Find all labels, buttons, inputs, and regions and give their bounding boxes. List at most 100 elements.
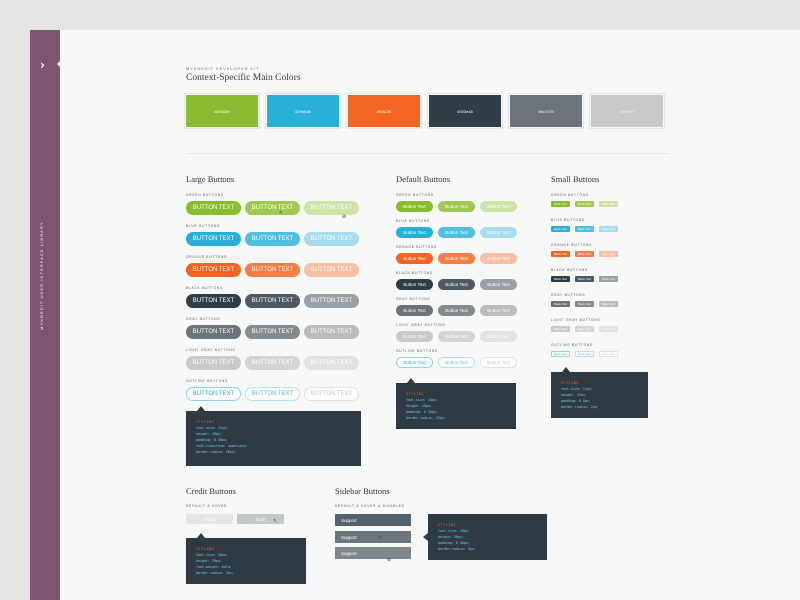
default-outline-hover-button[interactable]: Button Text: [438, 357, 475, 368]
small-gray-disabled-button[interactable]: Button Text: [599, 301, 618, 307]
large-orange-hover-button[interactable]: BUTTON TEXT: [245, 263, 300, 277]
default-orange-button[interactable]: Button Text: [396, 253, 433, 264]
large-outline-button[interactable]: BUTTON TEXT: [186, 387, 241, 401]
large-blue-button[interactable]: BUTTON TEXT: [186, 232, 241, 246]
small-black-button[interactable]: Button Text: [551, 276, 570, 282]
code-pointer: [407, 378, 415, 383]
credit-group-label: DEFAULT & HOVER: [186, 504, 228, 508]
small-black-hover-button[interactable]: Button Text: [575, 276, 594, 282]
small-group-orange: ORANGE BUTTONS Button Text Button Text B…: [551, 243, 623, 257]
default-group-gray: GRAY BUTTONS Button Text Button Text But…: [396, 297, 522, 316]
small-blue-disabled-button[interactable]: Button Text: [599, 226, 618, 232]
credit-buttons-code-block: STYLING font-size: 18px; height: 29px; f…: [186, 538, 306, 584]
credit-hover-button[interactable]: €100: [237, 514, 284, 524]
default-green-hover-button[interactable]: Button Text: [438, 201, 475, 212]
large-orange-button[interactable]: BUTTON TEXT: [186, 263, 241, 277]
small-gray-hover-button[interactable]: Button Text: [575, 301, 594, 307]
small-gray-button[interactable]: Button Text: [551, 301, 570, 307]
small-outline-hover-button[interactable]: Button Text: [575, 351, 594, 357]
code-title: STYLING: [196, 547, 215, 551]
large-black-disabled-button[interactable]: BUTTON TEXT: [304, 294, 359, 308]
group-label: LIGHT GRAY BUTTONS: [186, 348, 236, 352]
pointer-cursor-icon: ↖: [279, 210, 284, 216]
page: › MYKREDIT USER INTERFACE LIBRARY MYKRED…: [30, 30, 800, 600]
small-buttons-title: Small Buttons: [551, 174, 600, 184]
default-buttons-code-block: STYLING font-size: 18px; height: 29px; p…: [396, 383, 516, 429]
default-gray-hover-button[interactable]: Button Text: [438, 305, 475, 316]
default-green-disabled-button[interactable]: Button Text: [480, 201, 517, 212]
sidebar-disabled-button[interactable]: Support: [335, 547, 411, 559]
large-black-hover-button[interactable]: BUTTON TEXT: [245, 294, 300, 308]
large-green-button[interactable]: BUTTON TEXT: [186, 201, 241, 215]
small-group-green: GREEN BUTTONS Button Text Button Text Bu…: [551, 193, 623, 207]
small-outline-disabled-button[interactable]: Button Text: [599, 351, 618, 357]
default-light-gray-disabled-button[interactable]: Button Text: [480, 331, 517, 342]
default-buttons-title: Default Buttons: [396, 174, 451, 184]
large-light-gray-button[interactable]: BUTTON TEXT: [186, 356, 241, 370]
small-blue-button[interactable]: Button Text: [551, 226, 570, 232]
large-green-disabled-button[interactable]: BUTTON TEXT: [304, 201, 359, 215]
large-green-hover-button[interactable]: BUTTON TEXT: [245, 201, 300, 215]
large-orange-disabled-button[interactable]: BUTTON TEXT: [304, 263, 359, 277]
default-outline-button[interactable]: Button Text: [396, 357, 433, 368]
group-label: BLACK BUTTONS: [396, 271, 433, 275]
large-black-button[interactable]: BUTTON TEXT: [186, 294, 241, 308]
large-blue-hover-button[interactable]: BUTTON TEXT: [245, 232, 300, 246]
group-label: ORANGE BUTTONS: [186, 255, 228, 259]
small-outline-button[interactable]: Button Text: [551, 351, 570, 357]
default-group-blue: BLUE BUTTONS Button Text Button Text But…: [396, 219, 522, 238]
default-outline-disabled-button[interactable]: Button Text: [480, 357, 517, 368]
large-blue-disabled-button[interactable]: BUTTON TEXT: [304, 232, 359, 246]
code-line: font-size: 21px;: [196, 426, 228, 430]
code-line: height: 29px;: [196, 559, 222, 563]
small-orange-hover-button[interactable]: Button Text: [575, 251, 594, 257]
small-blue-hover-button[interactable]: Button Text: [575, 226, 594, 232]
small-green-button[interactable]: Button Text: [551, 201, 570, 207]
default-gray-button[interactable]: Button Text: [396, 305, 433, 316]
code-line: border-radius: 2px;: [561, 405, 599, 409]
default-light-gray-hover-button[interactable]: Button Text: [438, 331, 475, 342]
default-orange-hover-button[interactable]: Button Text: [438, 253, 475, 264]
code-line: font-size: 18px;: [438, 529, 470, 533]
small-orange-button[interactable]: Button Text: [551, 251, 570, 257]
small-light-gray-hover-button[interactable]: Button Text: [575, 326, 594, 332]
default-green-button[interactable]: Button Text: [396, 201, 433, 212]
large-gray-button[interactable]: BUTTON TEXT: [186, 325, 241, 339]
large-outline-disabled-button[interactable]: BUTTON TEXT: [304, 387, 359, 401]
default-group-black: BLACK BUTTONS Button Text Button Text Bu…: [396, 271, 522, 290]
large-gray-disabled-button[interactable]: BUTTON TEXT: [304, 325, 359, 339]
divider: [186, 153, 670, 154]
small-orange-disabled-button[interactable]: Button Text: [599, 251, 618, 257]
default-orange-disabled-button[interactable]: Button Text: [480, 253, 517, 264]
default-blue-hover-button[interactable]: Button Text: [438, 227, 475, 238]
small-group-gray: GRAY BUTTONS Button Text Button Text But…: [551, 293, 623, 307]
sidebar-hover-button[interactable]: Support: [335, 531, 411, 543]
sidebar-default-button[interactable]: Support: [335, 514, 411, 526]
large-light-gray-disabled-button[interactable]: BUTTON TEXT: [304, 356, 359, 370]
default-black-hover-button[interactable]: Button Text: [438, 279, 475, 290]
small-green-hover-button[interactable]: Button Text: [575, 201, 594, 207]
small-light-gray-button[interactable]: Button Text: [551, 326, 570, 332]
default-blue-disabled-button[interactable]: Button Text: [480, 227, 517, 238]
chevron-right-icon[interactable]: ›: [40, 58, 45, 72]
default-black-disabled-button[interactable]: Button Text: [480, 279, 517, 290]
default-gray-disabled-button[interactable]: Button Text: [480, 305, 517, 316]
large-light-gray-hover-button[interactable]: BUTTON TEXT: [245, 356, 300, 370]
sidebar-buttons-code-block: STYLING font-size: 18px; height: 36px; p…: [428, 514, 547, 560]
small-black-disabled-button[interactable]: Button Text: [599, 276, 618, 282]
small-light-gray-disabled-button[interactable]: Button Text: [599, 326, 618, 332]
default-light-gray-button[interactable]: Button Text: [396, 331, 433, 342]
credit-default-button[interactable]: €100: [186, 514, 233, 524]
group-label: ORANGE BUTTONS: [396, 245, 438, 249]
large-outline-hover-button[interactable]: BUTTON TEXT: [245, 387, 300, 401]
code-line: height: 36px;: [438, 535, 464, 539]
default-blue-button[interactable]: Button Text: [396, 227, 433, 238]
large-gray-hover-button[interactable]: BUTTON TEXT: [245, 325, 300, 339]
code-title: STYLING: [406, 392, 425, 396]
swatch-black: #303e48: [427, 93, 503, 129]
code-line: font-size: 18px;: [406, 398, 438, 402]
default-black-button[interactable]: Button Text: [396, 279, 433, 290]
small-green-disabled-button[interactable]: Button Text: [599, 201, 618, 207]
group-label: ORANGE BUTTONS: [551, 243, 593, 247]
code-line: padding: 0 8px;: [561, 399, 591, 403]
